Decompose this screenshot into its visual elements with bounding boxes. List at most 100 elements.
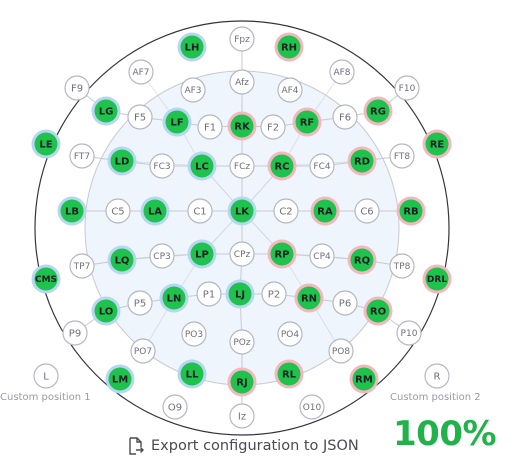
electrode-o10[interactable]: O10 <box>299 394 325 420</box>
electrode-ra[interactable]: RA <box>310 196 340 226</box>
electrode-disc <box>309 243 335 269</box>
electrode-disc <box>187 198 213 224</box>
electrode-disc <box>162 394 188 420</box>
electrode-cpz[interactable]: CPz <box>229 241 255 267</box>
electrode-disc <box>149 153 175 179</box>
electrode-lf[interactable]: LF <box>162 107 192 137</box>
electrode-rj[interactable]: RJ <box>227 367 257 397</box>
electrode-poz[interactable]: POz <box>229 329 255 355</box>
electrode-fcz[interactable]: FCz <box>229 153 255 179</box>
electrode-disc <box>261 281 287 307</box>
electrode-f5[interactable]: F5 <box>127 104 153 130</box>
electrode-fc3[interactable]: FC3 <box>149 153 175 179</box>
electrode-disc <box>127 290 153 316</box>
electrode-lj[interactable]: LJ <box>225 279 255 309</box>
electrode-rm[interactable]: RM <box>349 364 379 394</box>
electrode-ld[interactable]: LD <box>107 146 137 176</box>
electrode-lb[interactable]: LB <box>57 196 87 226</box>
electrode-disc <box>230 199 254 223</box>
electrode-af8[interactable]: AF8 <box>329 59 355 85</box>
electrode-rb[interactable]: RB <box>396 196 426 226</box>
electrode-label: P5 <box>134 299 146 310</box>
electrode-label: F10 <box>399 84 416 94</box>
electrode-f10[interactable]: F10 <box>394 75 420 101</box>
export-file-icon <box>129 437 144 455</box>
electrode-label: TP8 <box>393 262 411 272</box>
electrode-rc[interactable]: RC <box>267 151 297 181</box>
electrode-rq[interactable]: RQ <box>347 245 377 275</box>
electrode-c2[interactable]: C2 <box>273 198 299 224</box>
electrode-rn[interactable]: RN <box>294 283 324 313</box>
electrode-fc4[interactable]: FC4 <box>309 153 335 179</box>
electrode-iz[interactable]: Iz <box>229 403 255 429</box>
electrode-f1[interactable]: F1 <box>197 114 223 140</box>
electrode-drl[interactable]: DRL <box>422 264 452 294</box>
electrode-af4[interactable]: AF4 <box>277 77 303 103</box>
electrode-label: RE <box>430 140 445 151</box>
electrode-rg[interactable]: RG <box>363 96 393 126</box>
electrode-disc <box>105 198 131 224</box>
electrode-f6[interactable]: F6 <box>332 104 358 130</box>
electrode-lk[interactable]: LK <box>227 196 257 226</box>
electrode-lq[interactable]: LQ <box>107 245 137 275</box>
electrode-label: LK <box>235 207 250 218</box>
electrode-label: P2 <box>268 290 280 301</box>
electrode-ll[interactable]: LL <box>177 359 207 389</box>
electrode-ln[interactable]: LN <box>159 283 189 313</box>
electrode-rl[interactable]: RL <box>274 359 304 389</box>
electrode-rd[interactable]: RD <box>347 146 377 176</box>
electrode-fpz[interactable]: Fpz <box>229 26 255 52</box>
electrode-p9[interactable]: P9 <box>62 320 88 346</box>
electrode-cp3[interactable]: CP3 <box>149 243 175 269</box>
electrode-rf[interactable]: RF <box>292 107 322 137</box>
electrode-po4[interactable]: PO4 <box>277 321 303 347</box>
electrode-disc <box>181 321 207 347</box>
electrode-ft8[interactable]: FT8 <box>389 143 415 169</box>
electrode-lc[interactable]: LC <box>187 151 217 181</box>
electrode-c1[interactable]: C1 <box>187 198 213 224</box>
electrode-re[interactable]: RE <box>422 129 452 159</box>
electrode-o9[interactable]: O9 <box>162 394 188 420</box>
electrode-tp8[interactable]: TP8 <box>389 253 415 279</box>
electrode-p10[interactable]: P10 <box>396 320 422 346</box>
electrode-po7[interactable]: PO7 <box>130 338 156 364</box>
electrode-r[interactable]: R <box>424 363 450 389</box>
electrode-disc <box>228 282 252 306</box>
electrode-disc <box>110 149 134 173</box>
electrode-p5[interactable]: P5 <box>127 290 153 316</box>
electrode-tp7[interactable]: TP7 <box>69 253 95 279</box>
electrode-f2[interactable]: F2 <box>260 114 286 140</box>
electrode-le[interactable]: LE <box>31 129 61 159</box>
electrode-lh[interactable]: LH <box>177 32 207 62</box>
electrode-cp4[interactable]: CP4 <box>309 243 335 269</box>
electrode-rk[interactable]: RK <box>227 111 257 141</box>
electrode-rh[interactable]: RH <box>274 32 304 62</box>
electrode-ro[interactable]: RO <box>363 296 393 326</box>
electrode-label: PO7 <box>134 347 152 357</box>
electrode-po8[interactable]: PO8 <box>328 338 354 364</box>
electrode-lg[interactable]: LG <box>91 96 121 126</box>
electrode-ft7[interactable]: FT7 <box>69 143 95 169</box>
electrode-lm[interactable]: LM <box>105 364 135 394</box>
electrode-f9[interactable]: F9 <box>64 75 90 101</box>
electrode-c5[interactable]: C5 <box>105 198 131 224</box>
electrode-lp[interactable]: LP <box>187 239 217 269</box>
electrode-rp[interactable]: RP <box>267 239 297 269</box>
electrode-p6[interactable]: P6 <box>332 290 358 316</box>
electrode-lo[interactable]: LO <box>91 296 121 326</box>
electrode-p2[interactable]: P2 <box>261 281 287 307</box>
electrode-la[interactable]: LA <box>140 196 170 226</box>
electrode-afz[interactable]: Afz <box>229 69 255 95</box>
electrode-l[interactable]: L <box>33 363 59 389</box>
electrode-cms[interactable]: CMS <box>31 264 61 294</box>
electrode-po3[interactable]: PO3 <box>181 321 207 347</box>
electrode-af3[interactable]: AF3 <box>180 77 206 103</box>
electrode-c6[interactable]: C6 <box>354 198 380 224</box>
electrode-disc <box>127 104 153 130</box>
electrode-disc <box>34 132 58 156</box>
export-json-button[interactable]: Export configuration to JSON <box>128 437 359 455</box>
electrode-label: RM <box>355 375 373 386</box>
electrode-p1[interactable]: P1 <box>196 281 222 307</box>
electrode-af7[interactable]: AF7 <box>128 59 154 85</box>
